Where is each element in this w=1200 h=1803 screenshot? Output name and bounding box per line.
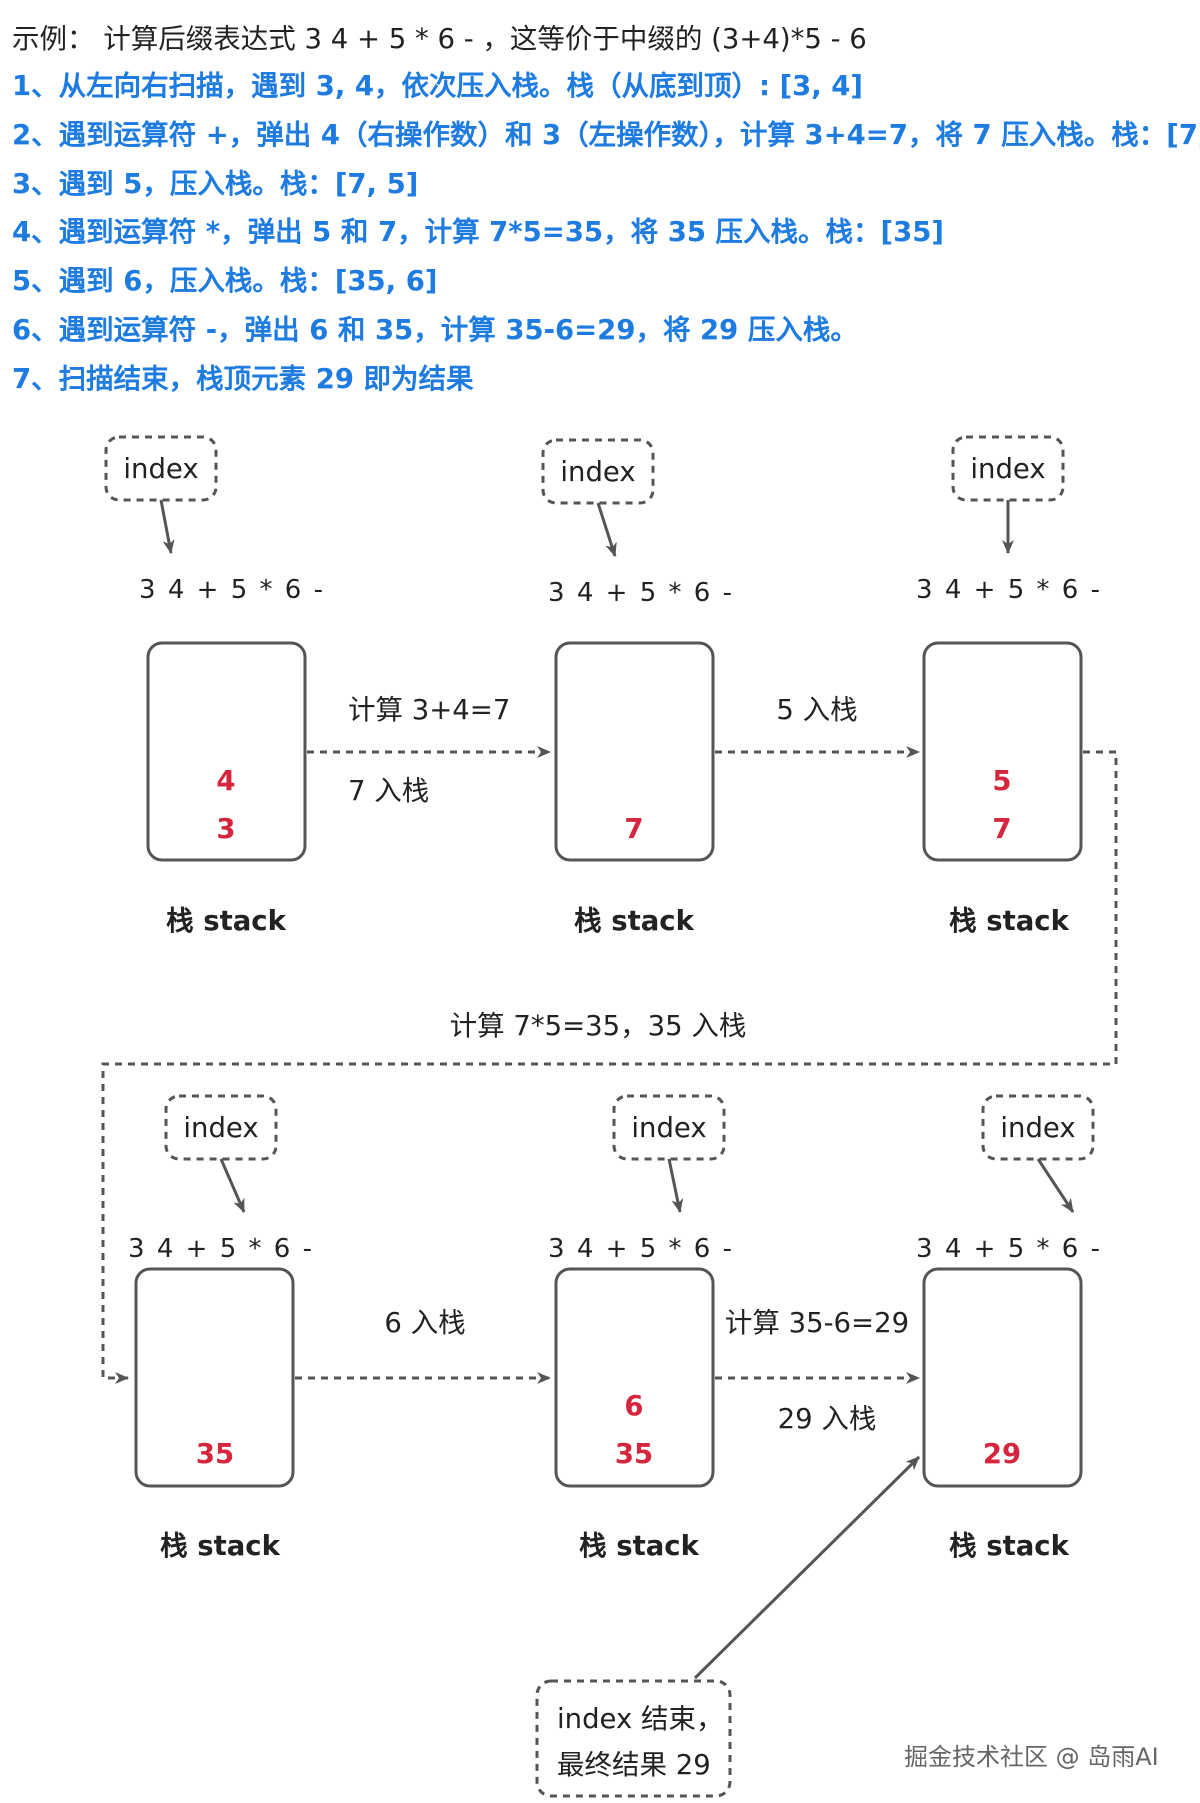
stage-5: index 3 4 + 5 * 6 - 6 35 栈 stack [548, 1094, 734, 1562]
stack-value: 5 [992, 765, 1011, 797]
edge-label: 29 入栈 [778, 1403, 877, 1435]
edge-2: 5 入栈 [715, 694, 920, 758]
stack-box [922, 641, 1083, 862]
stack-box [134, 1267, 295, 1488]
stack-caption: 栈 stack [166, 905, 286, 937]
index-label: index [1000, 1112, 1075, 1144]
expression: 3 4 + 5 * 6 - [128, 1234, 314, 1264]
expression: 3 4 + 5 * 6 - [548, 578, 734, 608]
stack-caption: 栈 stack [160, 1530, 280, 1562]
index-box [104, 435, 218, 502]
stage-4: index 3 4 + 5 * 6 - 35 栈 stack [128, 1094, 314, 1562]
stack-value: 29 [983, 1438, 1021, 1470]
index-pointer-arrow [159, 499, 175, 554]
step-7: 7、扫描结束，栈顶元素 29 即为结果 [12, 363, 474, 395]
edge-1: 计算 3+4=7 7 入栈 [307, 694, 551, 807]
stack-box [922, 1267, 1083, 1488]
stage-6: index 3 4 + 5 * 6 - 29 栈 stack [916, 1094, 1102, 1562]
stage-2: index 3 4 + 5 * 6 - 7 栈 stack [541, 438, 734, 937]
stack-caption: 栈 stack [574, 905, 694, 937]
watermark: 掘金技术社区 @ 岛雨AI [904, 1743, 1159, 1771]
expression: 3 4 + 5 * 6 - [139, 575, 325, 605]
end-note-box [535, 1679, 732, 1798]
step-6: 6、遇到运算符 -，弹出 6 和 35，计算 35-6=29，将 29 压入栈。 [12, 314, 858, 346]
step-3: 3、遇到 5，压入栈。栈：[7, 5] [12, 168, 418, 200]
edge-label: 5 入栈 [776, 694, 857, 726]
step-5: 5、遇到 6，压入栈。栈：[35, 6] [12, 265, 437, 297]
step-2: 2、遇到运算符 +，弹出 4（右操作数）和 3（左操作数），计算 3+4=7，将… [12, 119, 1200, 151]
steps-list: 1、从左向右扫描，遇到 3, 4，依次压入栈。栈（从底到顶）: [3, 4] 2… [12, 70, 1200, 395]
stack-value: 6 [624, 1390, 643, 1422]
stack-value: 7 [624, 813, 643, 845]
stack-value: 35 [615, 1438, 653, 1470]
edge-3-connector: 计算 7*5=35，35 入栈 [101, 750, 1118, 1384]
stack-caption: 栈 stack [949, 905, 1069, 937]
stack-value: 7 [992, 813, 1011, 845]
stage-1: index 3 4 + 5 * 6 - 4 3 栈 stack [104, 435, 325, 937]
stack-value: 35 [196, 1438, 234, 1470]
edge-label: 7 入栈 [348, 775, 429, 807]
result-pointer-arrow [693, 1455, 921, 1680]
index-label: index [123, 453, 198, 485]
stack-value: 3 [216, 813, 235, 845]
stage-3: index 3 4 + 5 * 6 - 5 7 栈 stack [916, 435, 1102, 937]
step-4: 4、遇到运算符 *，弹出 5 和 7，计算 7*5=35，将 35 压入栈。栈：… [12, 216, 944, 248]
index-pointer-arrow [1036, 1158, 1075, 1213]
stack-caption: 栈 stack [949, 1530, 1069, 1562]
expression: 3 4 + 5 * 6 - [916, 1234, 1102, 1264]
index-label: index [970, 453, 1045, 485]
index-box [612, 1094, 726, 1161]
stack-box [554, 1267, 715, 1488]
stack-caption: 栈 stack [579, 1530, 699, 1562]
index-label: index [560, 456, 635, 488]
index-box [164, 1094, 278, 1161]
end-note: index 结束， 最终结果 29 [535, 1455, 921, 1798]
stack-value: 4 [216, 765, 235, 797]
expression: 3 4 + 5 * 6 - [548, 1234, 734, 1264]
index-box [951, 435, 1065, 502]
expression: 3 4 + 5 * 6 - [916, 575, 1102, 605]
end-note-line: index 结束， [557, 1703, 723, 1735]
edge-label: 6 入栈 [384, 1307, 465, 1339]
index-pointer-arrow [596, 502, 617, 557]
index-box [981, 1094, 1095, 1161]
stack-box [146, 641, 307, 862]
dashed-connector-arrow [101, 750, 1118, 1384]
end-note-line: 最终结果 29 [557, 1749, 711, 1781]
edge-5: 计算 35-6=29 29 入栈 [715, 1307, 920, 1435]
edge-label: 计算 7*5=35，35 入栈 [450, 1010, 747, 1042]
intro-text: 示例： 计算后缀表达式 3 4 + 5 * 6 - ，这等价于中缀的 (3+4)… [12, 23, 867, 55]
edge-label: 计算 35-6=29 [725, 1307, 909, 1339]
edge-4: 6 入栈 [295, 1307, 551, 1384]
index-label: index [631, 1112, 706, 1144]
edge-label: 计算 3+4=7 [348, 694, 510, 726]
index-pointer-arrow [219, 1158, 246, 1213]
index-label: index [183, 1112, 258, 1144]
index-pointer-arrow [667, 1158, 684, 1213]
step-1: 1、从左向右扫描，遇到 3, 4，依次压入栈。栈（从底到顶）: [3, 4] [12, 70, 863, 102]
stack-box [554, 641, 715, 862]
index-box [541, 438, 655, 505]
